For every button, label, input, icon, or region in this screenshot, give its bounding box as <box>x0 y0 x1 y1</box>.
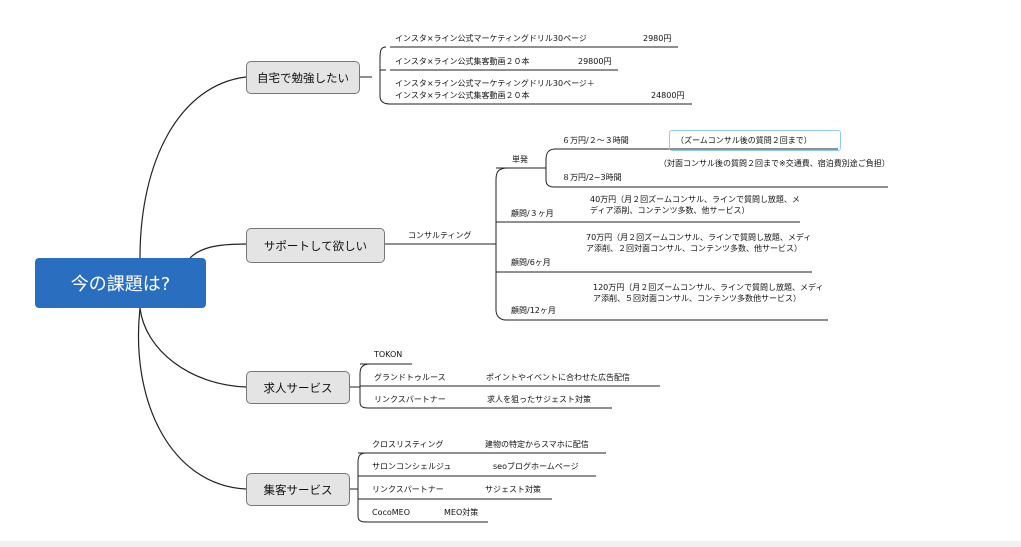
connector-root-marketing <box>137 307 247 490</box>
topic-home-study[interactable]: 自宅で勉強したい <box>246 61 360 94</box>
connector-recruit-bracket <box>359 363 371 409</box>
advisor-6m-desc[interactable]: 70万円（月２回ズームコンサル、ラインで質問し放題、メディア添削、２回対面コンサ… <box>586 233 812 253</box>
topic-marketing-label: 集客サービス <box>263 482 333 497</box>
recruit-item-2-desc[interactable]: ポイントやイベントに合わせた広告配信 <box>486 373 630 382</box>
connector-root-recruit <box>139 307 247 388</box>
single-label[interactable]: 単発 <box>512 155 528 164</box>
topic-recruit-label: 求人サービス <box>263 380 333 395</box>
connector-marketing-bracket <box>357 452 367 523</box>
advisor-3m-desc[interactable]: 40万円（月２回ズームコンサル、ラインで質問し放題、メディア添削、コンテンツ多数… <box>590 195 800 215</box>
marketing-item-3-name[interactable]: リンクスパートナー <box>372 485 444 494</box>
marketing-item-3-desc[interactable]: サジェスト対策 <box>485 485 541 494</box>
connector-consult-bracket <box>495 167 509 321</box>
marketing-item-2-name[interactable]: サロンコンシェルジュ <box>372 462 452 471</box>
recruit-item-2-name[interactable]: グランドトゥルース <box>374 373 446 382</box>
home-item-3-price[interactable]: 24800円 <box>651 91 685 100</box>
home-item-2-name[interactable]: インスタ×ライン公式集客動画２０本 <box>395 57 530 66</box>
single-option2-price[interactable]: ８万円/2~3時間 <box>562 173 622 182</box>
connector-single-bracket <box>545 148 557 188</box>
canvas-bottom-edge <box>0 541 1021 547</box>
root-topic-label: 今の課題は? <box>70 274 171 295</box>
home-item-3-name-line2[interactable]: インスタ×ライン公式集客動画２０本 <box>395 91 530 100</box>
advisor-3m-term[interactable]: 顧問/３ヶ月 <box>511 209 554 218</box>
topic-support-label: サポートして欲しい <box>263 238 368 253</box>
home-item-1-name[interactable]: インスタ×ライン公式マーケティングドリル30ページ <box>395 34 587 43</box>
home-item-2-price[interactable]: 29800円 <box>578 57 612 66</box>
marketing-item-4-name[interactable]: CocoMEO <box>372 508 411 517</box>
selection-outline <box>669 130 841 151</box>
home-item-1-price[interactable]: 2980円 <box>643 34 672 43</box>
marketing-item-1-name[interactable]: クロスリスティング <box>372 440 444 449</box>
consulting-label[interactable]: コンサルティング <box>408 231 472 240</box>
single-option2-note[interactable]: （対面コンサル後の質問２回まで※交通費、宿泊費別途ご負担） <box>659 159 890 168</box>
connector-root-support <box>189 243 247 259</box>
connector-home-bracket <box>358 46 391 105</box>
topic-home-study-label: 自宅で勉強したい <box>257 70 349 85</box>
single-option1-note[interactable]: （ズームコンサル後の質問２回まで） <box>676 136 812 145</box>
advisor-12m-desc[interactable]: 120万円（月２回ズームコンサル、ラインで質問し放題、メディア添削、５回対面コン… <box>593 283 824 303</box>
topic-support[interactable]: サポートして欲しい <box>246 228 385 263</box>
topic-recruit[interactable]: 求人サービス <box>246 371 350 404</box>
marketing-item-4-desc[interactable]: MEO対策 <box>444 508 479 517</box>
recruit-item-3-desc[interactable]: 求人を狙ったサジェスト対策 <box>487 395 591 404</box>
topic-marketing[interactable]: 集客サービス <box>246 473 350 506</box>
connector-root-home <box>139 76 247 259</box>
single-option1-price[interactable]: ６万円/２～３時間 <box>562 136 629 145</box>
root-topic[interactable]: 今の課題は? <box>35 258 206 308</box>
recruit-item-3-name[interactable]: リンクスパートナー <box>374 395 446 404</box>
advisor-12m-term[interactable]: 顧問/12ヶ月 <box>511 306 556 315</box>
marketing-item-2-desc[interactable]: seoブログホームページ <box>493 462 579 471</box>
marketing-item-1-desc[interactable]: 建物の特定からスマホに配信 <box>485 440 589 449</box>
advisor-6m-term[interactable]: 顧問/6ヶ月 <box>511 258 551 267</box>
home-item-3-name-line1[interactable]: インスタ×ライン公式マーケティングドリル30ページ＋ <box>395 79 595 88</box>
recruit-item-1-name[interactable]: TOKON <box>374 350 403 359</box>
